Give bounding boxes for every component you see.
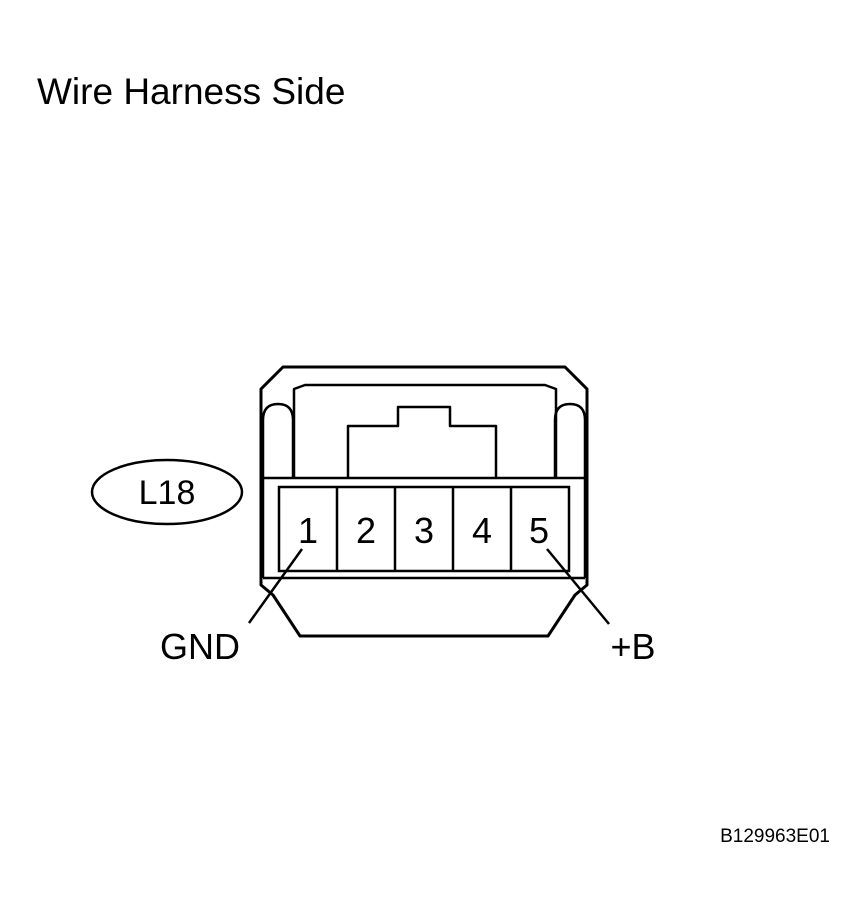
plus-b-leader-line	[546, 548, 610, 625]
diagram-title: Wire Harness Side	[37, 71, 346, 112]
right-side-rail	[553, 402, 587, 578]
pin-number: 3	[414, 510, 434, 551]
pin-number: 5	[529, 510, 549, 551]
plus-b-label: +B	[610, 626, 655, 667]
pin-number: 1	[298, 510, 318, 551]
pin-number: 2	[356, 510, 376, 551]
gnd-label: GND	[160, 626, 240, 667]
terminal-block	[277, 485, 571, 573]
pin-number: 4	[472, 510, 492, 551]
left-side-rail	[261, 402, 295, 578]
gnd-leader-line	[247, 548, 304, 624]
connector-housing-outline	[259, 365, 589, 638]
locking-tab	[346, 405, 498, 478]
connector-code: L18	[139, 474, 196, 512]
connector-inner-wall	[292, 383, 558, 478]
connector-code-oval	[90, 458, 244, 526]
figure-id: B129963E01	[720, 826, 830, 847]
